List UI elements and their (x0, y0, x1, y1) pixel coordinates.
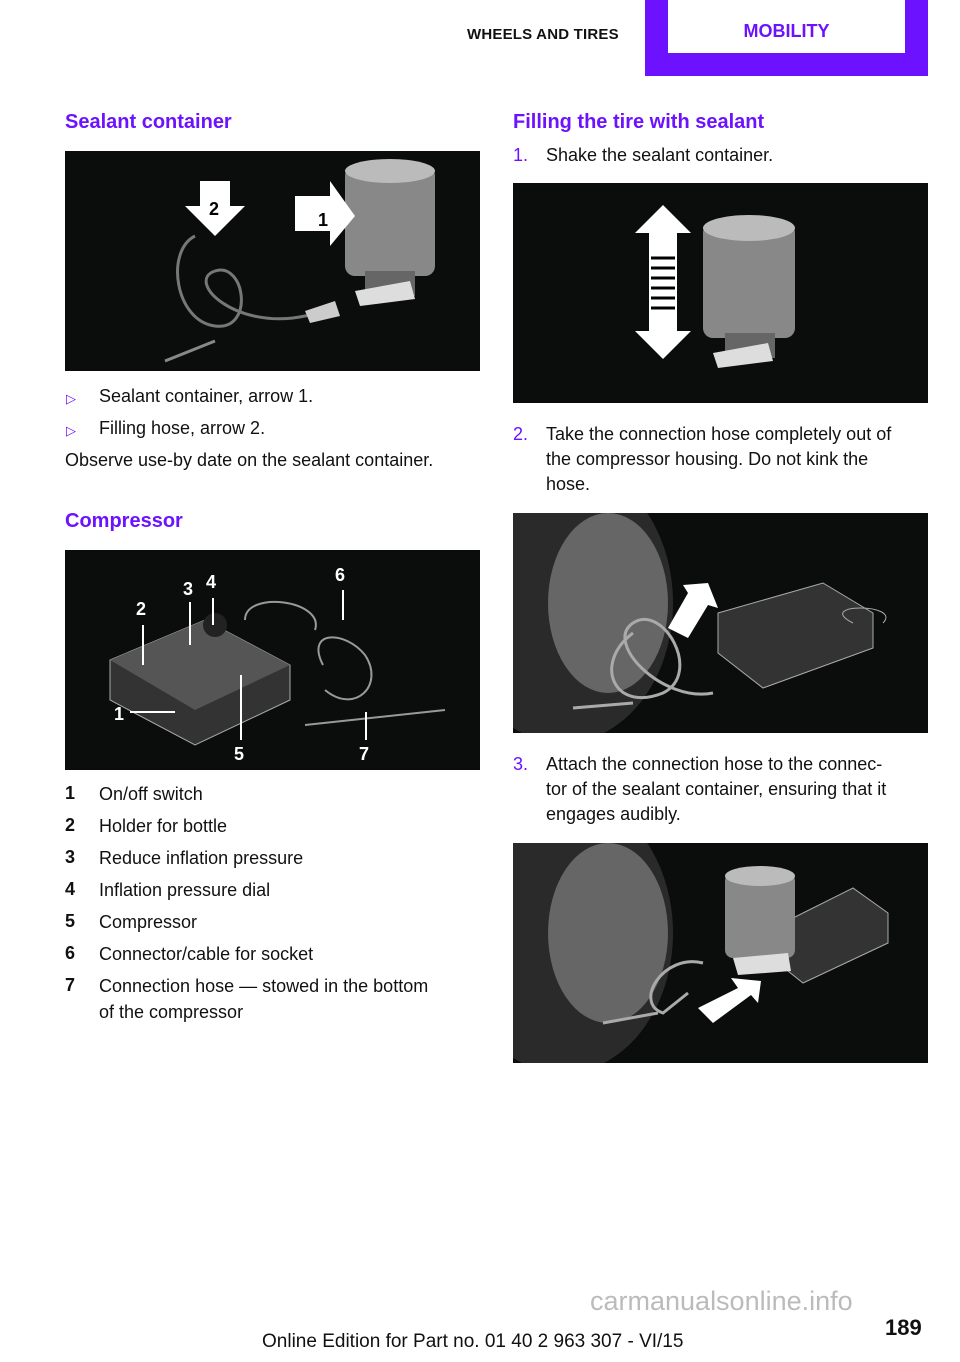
step-text: the compressor housing. Do not kink the (546, 449, 869, 469)
item-number: 2 (65, 815, 76, 835)
svg-text:2: 2 (209, 199, 219, 219)
svg-text:4: 4 (206, 572, 216, 592)
step-text: tor of the sealant container, ensuring t… (546, 779, 887, 799)
chapter-tab: MOBILITY (645, 0, 928, 76)
page-number: 189 (885, 1315, 922, 1340)
item-number: 6 (65, 943, 76, 963)
svg-text:6: 6 (335, 565, 345, 585)
compressor-heading: Compressor (65, 510, 183, 532)
sealant-heading: Sealant container (65, 111, 232, 133)
svg-text:1: 1 (318, 210, 328, 230)
item-number: 1 (65, 783, 76, 803)
item-text: Connection hose — stowed in the bottom (99, 976, 429, 996)
step-text: Attach the connection hose to the connec… (546, 754, 883, 774)
bullet-text: Filling hose, arrow 2. (99, 418, 266, 438)
step-number: 2. (513, 424, 529, 444)
item-text: Compressor (99, 912, 198, 932)
item-text: Inflation pressure dial (99, 880, 271, 900)
bullet-text: Sealant container, arrow 1. (99, 386, 314, 406)
shake-container-image (513, 183, 928, 403)
watermark: carmanualsonline.info (590, 1286, 853, 1316)
item-number: 3 (65, 847, 76, 867)
filling-heading: Filling the tire with sealant (513, 111, 765, 133)
item-text: Reduce inflation pressure (99, 848, 304, 868)
item-text: of the compressor (99, 1002, 244, 1022)
item-text: Holder for bottle (99, 816, 228, 836)
item-number: 7 (65, 975, 76, 995)
step-text: Take the connection hose completely out … (546, 424, 892, 444)
hose-removal-image (513, 513, 928, 733)
svg-text:2: 2 (136, 599, 146, 619)
step-number: 3. (513, 754, 529, 774)
footer-edition: Online Edition for Part no. 01 40 2 963 … (262, 1331, 684, 1352)
item-number: 4 (65, 879, 76, 899)
note-text: Observe use-by date on the sealant conta… (65, 450, 434, 470)
step-text: hose. (546, 474, 591, 494)
bullet-icon: ▷ (66, 391, 76, 406)
section-header: WHEELS AND TIRES (467, 26, 619, 43)
step-text: Shake the sealant container. (546, 145, 774, 165)
step-text: engages audibly. (546, 804, 681, 824)
svg-text:1: 1 (114, 704, 124, 724)
svg-text:7: 7 (359, 744, 369, 764)
chapter-tab-label: MOBILITY (668, 0, 905, 53)
bullet-icon: ▷ (66, 423, 76, 438)
attach-hose-image (513, 843, 928, 1063)
item-text: Connector/cable for socket (99, 944, 314, 964)
item-text: On/off switch (99, 784, 203, 804)
step-number: 1. (513, 145, 529, 165)
svg-text:5: 5 (234, 744, 244, 764)
item-number: 5 (65, 911, 76, 931)
svg-text:3: 3 (183, 579, 193, 599)
sealant-container-image: 2 1 (65, 151, 480, 371)
